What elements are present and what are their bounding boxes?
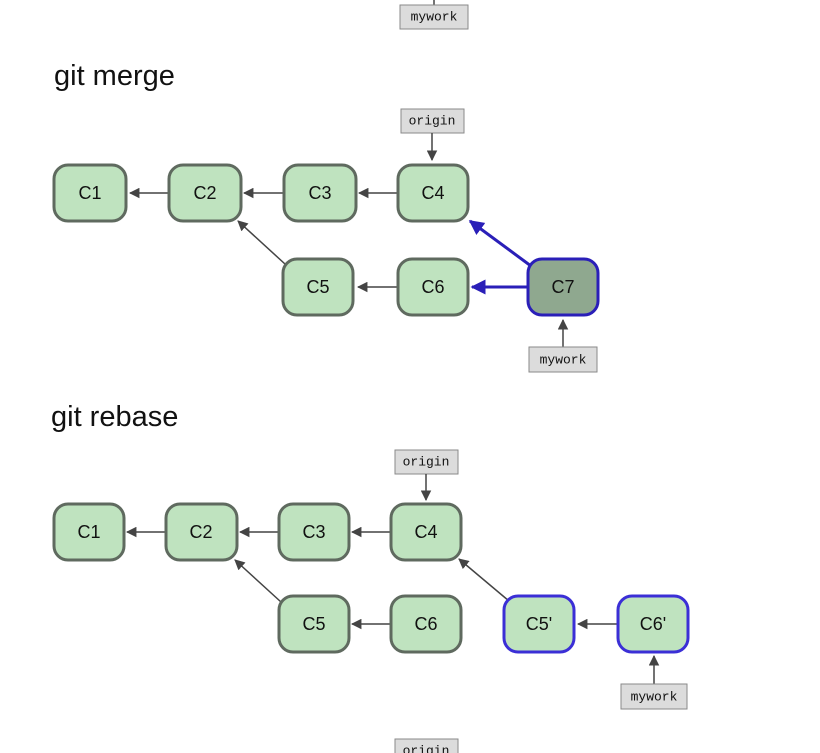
bottom-origin-label: origin — [403, 744, 450, 753]
rebase-commit-c6-prime: C6' — [616, 594, 690, 654]
merge-commit-c4-label: C4 — [421, 183, 444, 203]
rebase-commit-c4: C4 — [389, 502, 463, 562]
merge-commit-c7-label: C7 — [551, 277, 574, 297]
bottom-origin-ref: origin — [394, 738, 459, 753]
merge-commit-c6: C6 — [396, 257, 470, 317]
rebase-commit-c3-label: C3 — [302, 522, 325, 542]
rebase-arrows — [125, 526, 618, 630]
rebase-commit-c5-label: C5 — [302, 614, 325, 634]
merge-commit-c3-label: C3 — [308, 183, 331, 203]
rebase-commit-c4-label: C4 — [414, 522, 437, 542]
rebase-commit-c1-label: C1 — [77, 522, 100, 542]
rebase-commit-c3: C3 — [277, 502, 351, 562]
merge-origin-ref: origin — [400, 108, 465, 162]
rebase-commit-c6-prime-label: C6' — [640, 614, 666, 634]
rebase-mywork-ref: mywork — [620, 654, 688, 710]
merge-commit-c2: C2 — [167, 163, 243, 223]
merge-commit-c3: C3 — [282, 163, 358, 223]
merge-commit-c4: C4 — [396, 163, 470, 223]
rebase-origin-label: origin — [403, 455, 450, 470]
git-rebase-title: git rebase — [51, 401, 179, 433]
rebase-origin-ref: origin — [394, 449, 459, 502]
merge-mywork-label: mywork — [540, 353, 587, 368]
rebase-mywork-label: mywork — [631, 690, 678, 705]
merge-commit-c6-label: C6 — [421, 277, 444, 297]
merge-mywork-ref: mywork — [528, 318, 598, 373]
merge-commit-c5-label: C5 — [306, 277, 329, 297]
rebase-commit-c5-prime-label: C5' — [526, 614, 552, 634]
rebase-commit-c1: C1 — [52, 502, 126, 562]
merge-commit-c5: C5 — [281, 257, 355, 317]
merge-arrows — [128, 187, 532, 295]
rebase-commit-c2-label: C2 — [189, 522, 212, 542]
rebase-commit-c5: C5 — [277, 594, 351, 654]
merge-commit-c2-label: C2 — [193, 183, 216, 203]
merge-commit-c7: C7 — [526, 257, 600, 317]
rebase-commit-c6: C6 — [389, 594, 463, 654]
rebase-commit-c2: C2 — [164, 502, 239, 562]
merge-commit-c1-label: C1 — [78, 183, 101, 203]
git-merge-title: git merge — [54, 60, 175, 92]
merge-commit-c1: C1 — [52, 163, 128, 223]
rebase-commit-c6-label: C6 — [414, 614, 437, 634]
rebase-commit-c5-prime: C5' — [502, 594, 576, 654]
top-mywork-label: mywork — [411, 10, 458, 25]
top-mywork-ref: mywork — [399, 0, 469, 30]
merge-origin-label: origin — [409, 114, 456, 129]
